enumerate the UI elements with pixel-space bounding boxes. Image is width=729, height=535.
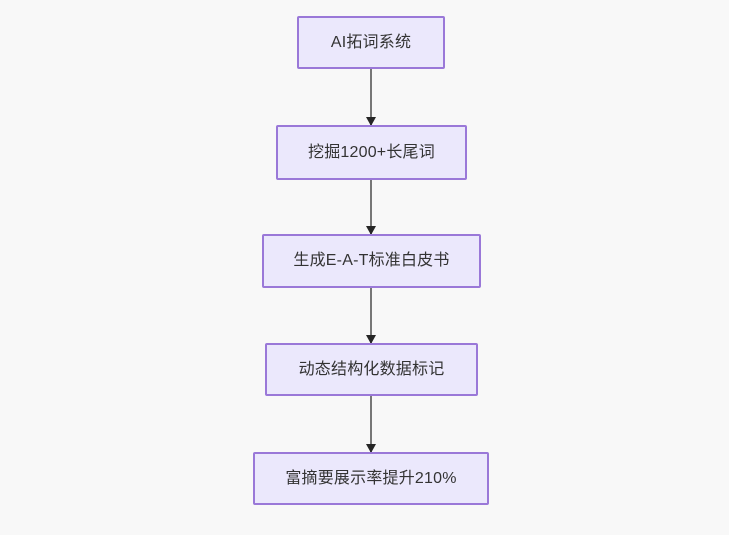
flowchart-node-mine-longtail-keywords[interactable]: 挖掘1200+长尾词 [276,125,467,180]
connector-shaft [370,288,372,343]
flowchart-node-rich-snippet-impression-uplift[interactable]: 富摘要展示率提升210% [253,452,489,505]
flowchart-node-generate-eat-whitepaper[interactable]: 生成E-A-T标准白皮书 [262,234,481,288]
flowchart-node-label: 挖掘1200+长尾词 [308,143,435,161]
flowchart-node-label: AI拓词系统 [330,33,412,51]
flowchart-node-label: 动态结构化数据标记 [298,360,445,378]
flowchart-node-label: 富摘要展示率提升210% [285,469,457,487]
arrowhead-icon [366,226,376,235]
arrowhead-icon [366,117,376,126]
arrowhead-icon [366,444,376,453]
connector-shaft [370,69,372,125]
flowchart-connector-1-2 [362,69,380,126]
flowchart-node-label: 生成E-A-T标准白皮书 [293,252,450,269]
flowchart-connector-4-5 [362,396,380,453]
flowchart-node-ai-keyword-system[interactable]: AI拓词系统 [297,16,445,69]
connector-shaft [370,180,372,234]
flowchart-connector-3-4 [362,288,380,344]
connector-shaft [370,396,372,452]
arrowhead-icon [366,335,376,344]
flowchart-connector-2-3 [362,180,380,235]
flowchart-node-dynamic-structured-data-markup[interactable]: 动态结构化数据标记 [265,343,478,396]
